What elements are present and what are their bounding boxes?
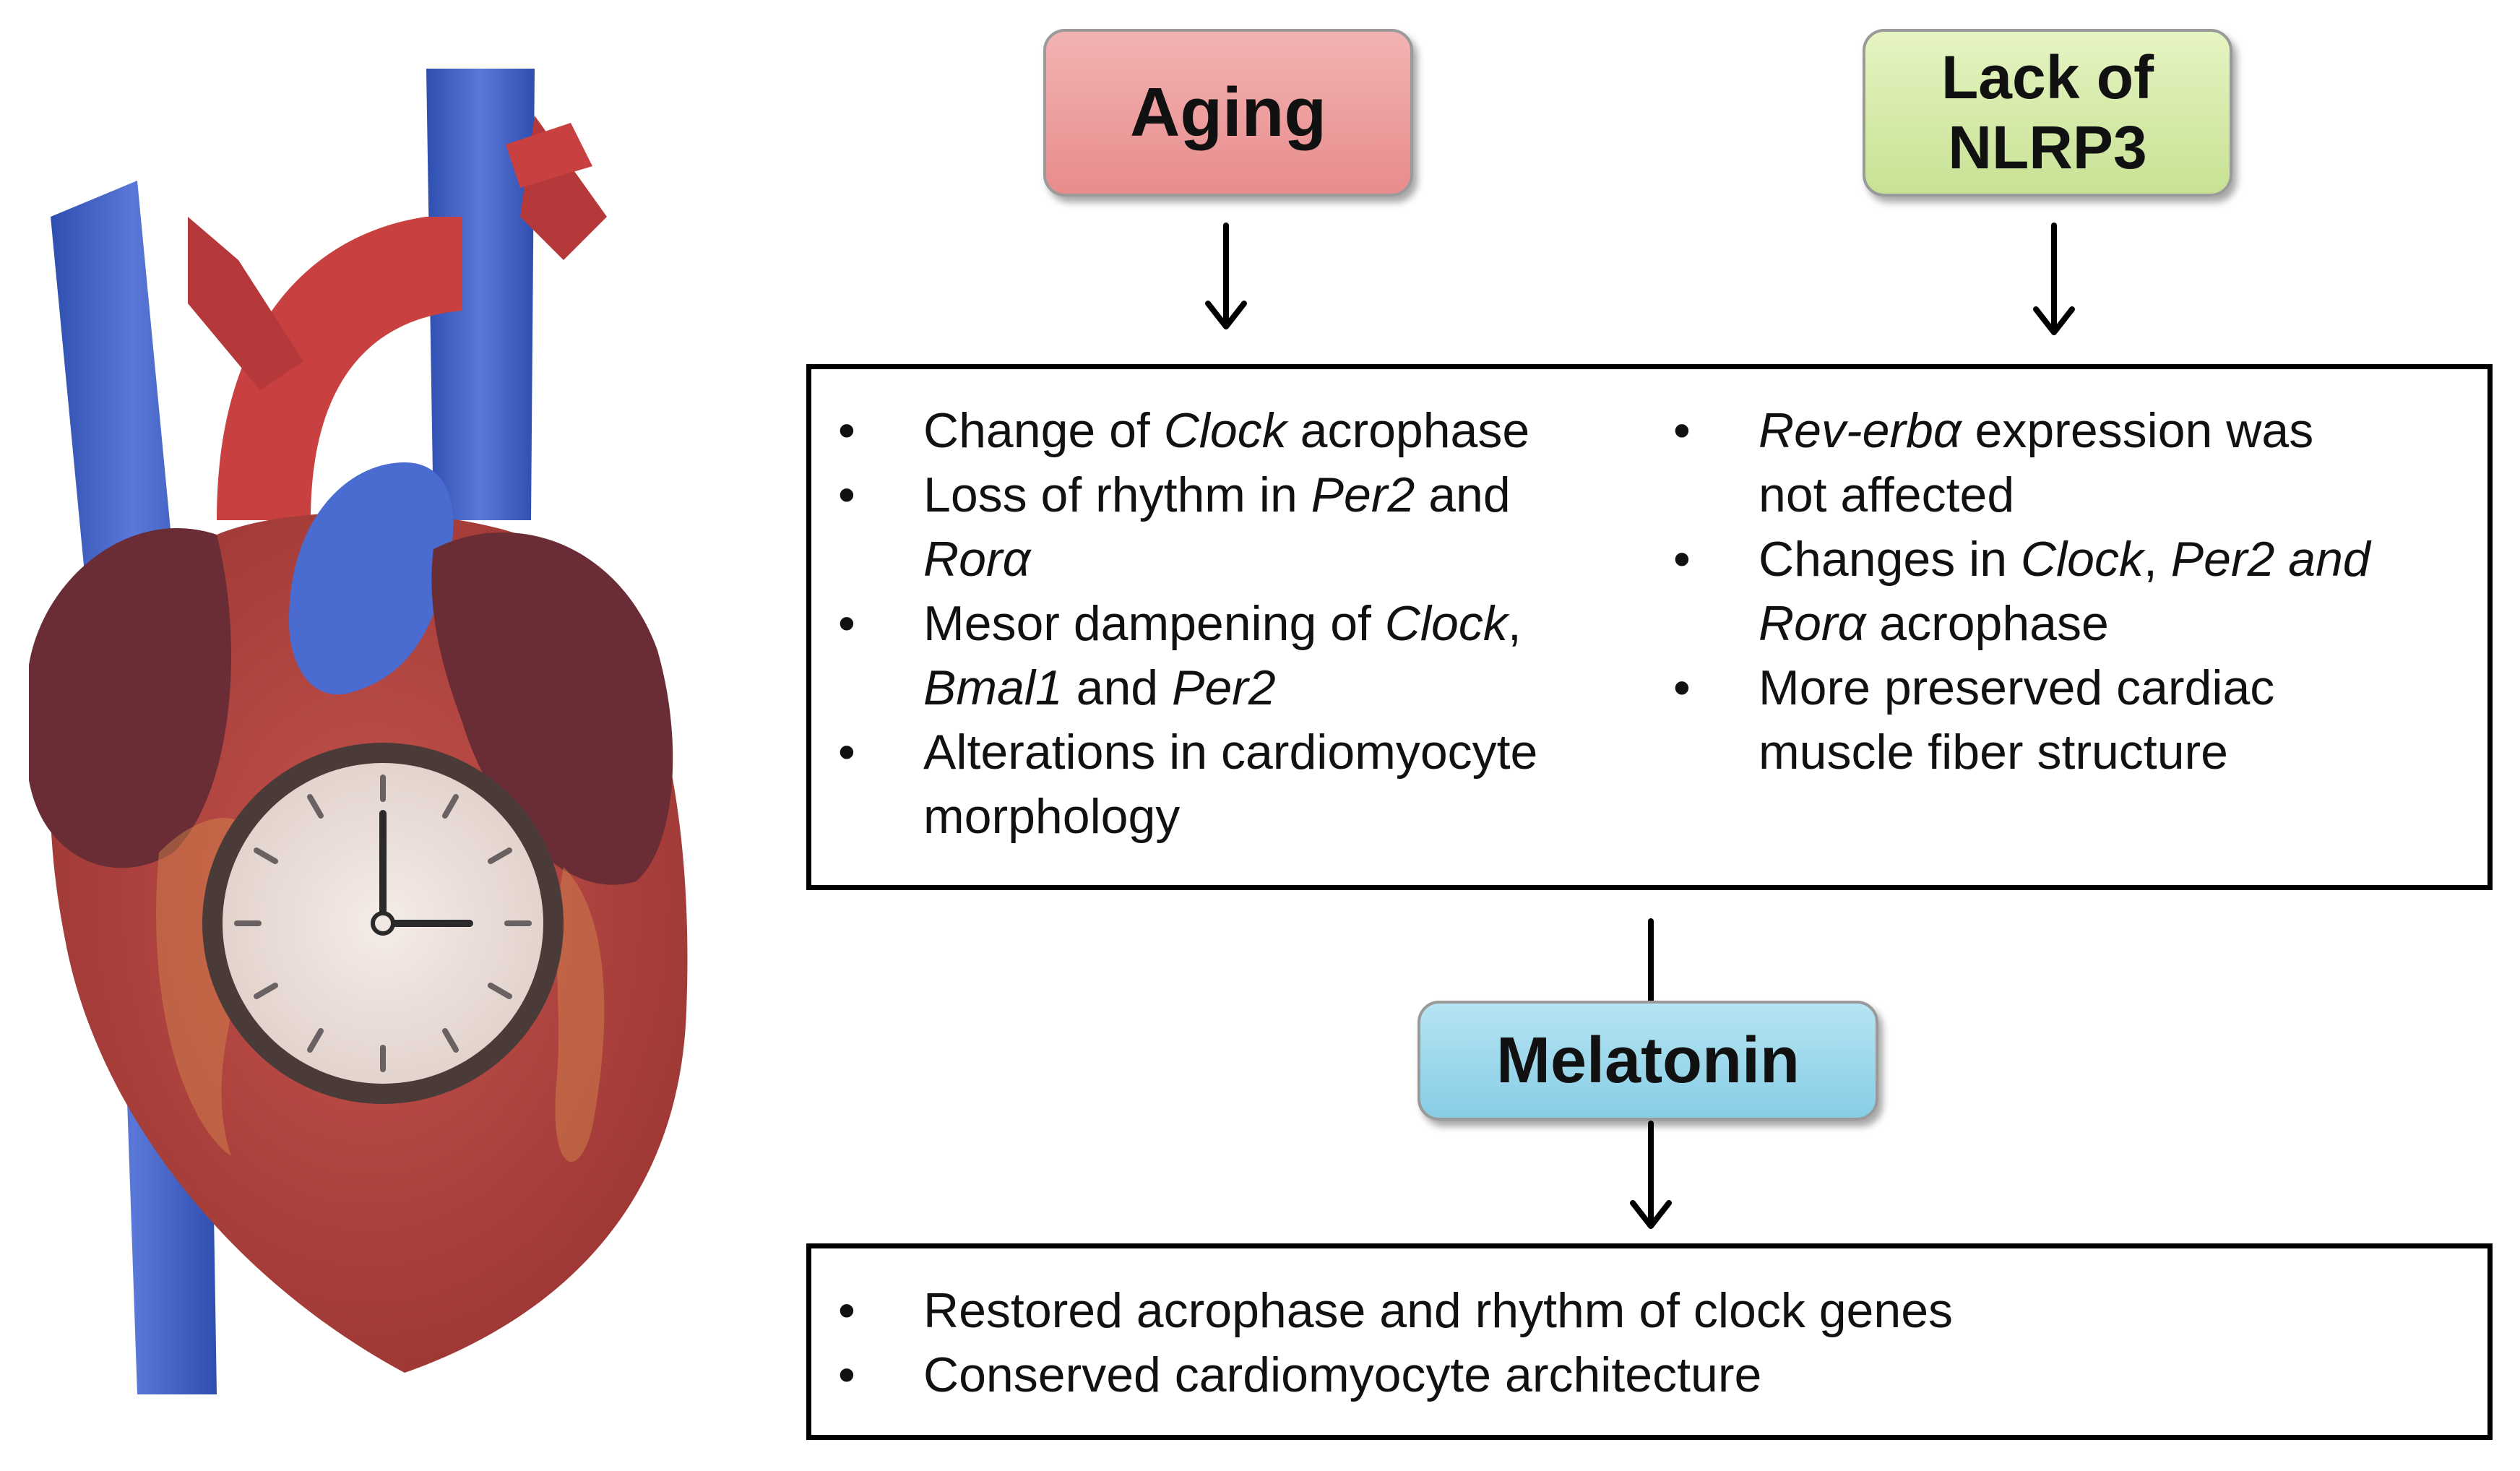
bullet-text: Loss of rhythm in: [923, 467, 1311, 522]
arrow-down-icon: [1205, 223, 1247, 329]
bullet-text: morphology: [923, 789, 1181, 844]
melatonin-effects-list: Restored acrophase and rhythm of clock g…: [838, 1279, 1953, 1407]
bullet-text: acrophase: [1286, 403, 1530, 458]
bullet-line: Conserved cardiomyocyte architecture: [923, 1343, 1953, 1407]
bullet-line: muscle fiber structure: [1759, 720, 2370, 785]
bullet-line: morphology: [923, 785, 1537, 849]
atrium-right: [431, 532, 673, 885]
gene-name: Rev-erbα: [1759, 403, 1962, 458]
bullet-text: Changes in: [1759, 532, 2021, 587]
bullet-item: Restored acrophase and rhythm of clock g…: [838, 1279, 1953, 1343]
atrium-left: [29, 528, 231, 868]
bullet-line: Restored acrophase and rhythm of clock g…: [923, 1279, 1953, 1343]
bullet-item: Conserved cardiomyocyte architecture: [838, 1343, 1953, 1407]
nlrp3-label-line: Lack of: [1941, 43, 2154, 112]
bullet-text: and: [1415, 467, 1511, 522]
gene-name: Clock: [1384, 596, 1508, 651]
aorta-branch: [188, 217, 303, 390]
aging-label: Aging: [1130, 74, 1326, 151]
melatonin-label: Melatonin: [1496, 1024, 1800, 1097]
gene-name: Rorα: [923, 532, 1031, 587]
bullet-line: Mesor dampening of Clock,: [923, 592, 1537, 656]
bullet-text: ,: [1507, 596, 1522, 651]
bullet-line: Rorα acrophase: [1759, 592, 2370, 656]
gene-name: Per2: [1311, 467, 1415, 522]
bullet-text: muscle fiber structure: [1759, 725, 2228, 780]
gene-name: Clock: [1163, 403, 1287, 458]
bullet-line: Rev-erbα expression was: [1759, 399, 2370, 463]
bullet-item: Change of Clock acrophase: [838, 399, 1537, 463]
gene-name: Clock: [2020, 532, 2144, 587]
bullet-text: not affected: [1759, 467, 2015, 522]
gene-name: Rorα: [1759, 596, 1866, 651]
aging-node: Aging: [1043, 29, 1413, 197]
bullet-text: More preserved cardiac: [1759, 660, 2275, 715]
fat-patch: [555, 867, 605, 1162]
bullet-line: More preserved cardiac: [1759, 656, 2370, 720]
bullet-text: Restored acrophase and rhythm of clock g…: [923, 1283, 1954, 1338]
arrow-down-icon: [1630, 1121, 1672, 1229]
bullet-text: and: [1062, 660, 1172, 715]
clock-icon: [202, 743, 564, 1104]
bullet-line: Change of Clock acrophase: [923, 399, 1537, 463]
bullet-line: Loss of rhythm in Per2 and: [923, 463, 1537, 527]
gene-name: Bmal1: [923, 660, 1063, 715]
bullet-text: Alterations in cardiomyocyte: [923, 725, 1538, 780]
bullet-line: Rorα: [923, 527, 1537, 592]
arrow-down-icon: [2033, 223, 2075, 335]
nlrp3-label-line: NLRP3: [1948, 113, 2147, 181]
bullet-line: Alterations in cardiomyocyte: [923, 720, 1537, 785]
aorta-branch: [506, 123, 592, 188]
vena-cava-right: [426, 69, 535, 520]
gene-name: Per2: [1172, 660, 1276, 715]
bullet-line: not affected: [1759, 463, 2370, 527]
bullet-line: Changes in Clock, Per2 and: [1759, 527, 2370, 592]
bullet-item: More preserved cardiac muscle fiber struc…: [1673, 656, 2370, 785]
bullet-line: Bmal1 and Per2: [923, 656, 1537, 720]
bullet-text: Change of: [923, 403, 1164, 458]
gene-name: Per2 and: [2170, 532, 2370, 587]
bullet-item: Alterations in cardiomyocyte morphology: [838, 720, 1537, 849]
heart-illustration: [29, 69, 688, 1394]
bullet-text: Conserved cardiomyocyte architecture: [923, 1347, 1762, 1402]
bullet-text: Mesor dampening of: [923, 596, 1385, 651]
bullet-text: acrophase: [1865, 596, 2109, 651]
melatonin-node: Melatonin: [1418, 1001, 1878, 1121]
nlrp3-node: Lack of NLRP3: [1863, 29, 2232, 197]
bullet-item: Mesor dampening of Clock,Bmal1 and Per2: [838, 592, 1537, 720]
bullet-text: expression was: [1961, 403, 2314, 458]
aging-effects-list: Change of Clock acrophaseLoss of rhythm …: [838, 399, 1537, 849]
bullet-text: ,: [2143, 532, 2171, 587]
aorta: [217, 217, 462, 520]
pulmonary-trunk: [289, 462, 454, 695]
